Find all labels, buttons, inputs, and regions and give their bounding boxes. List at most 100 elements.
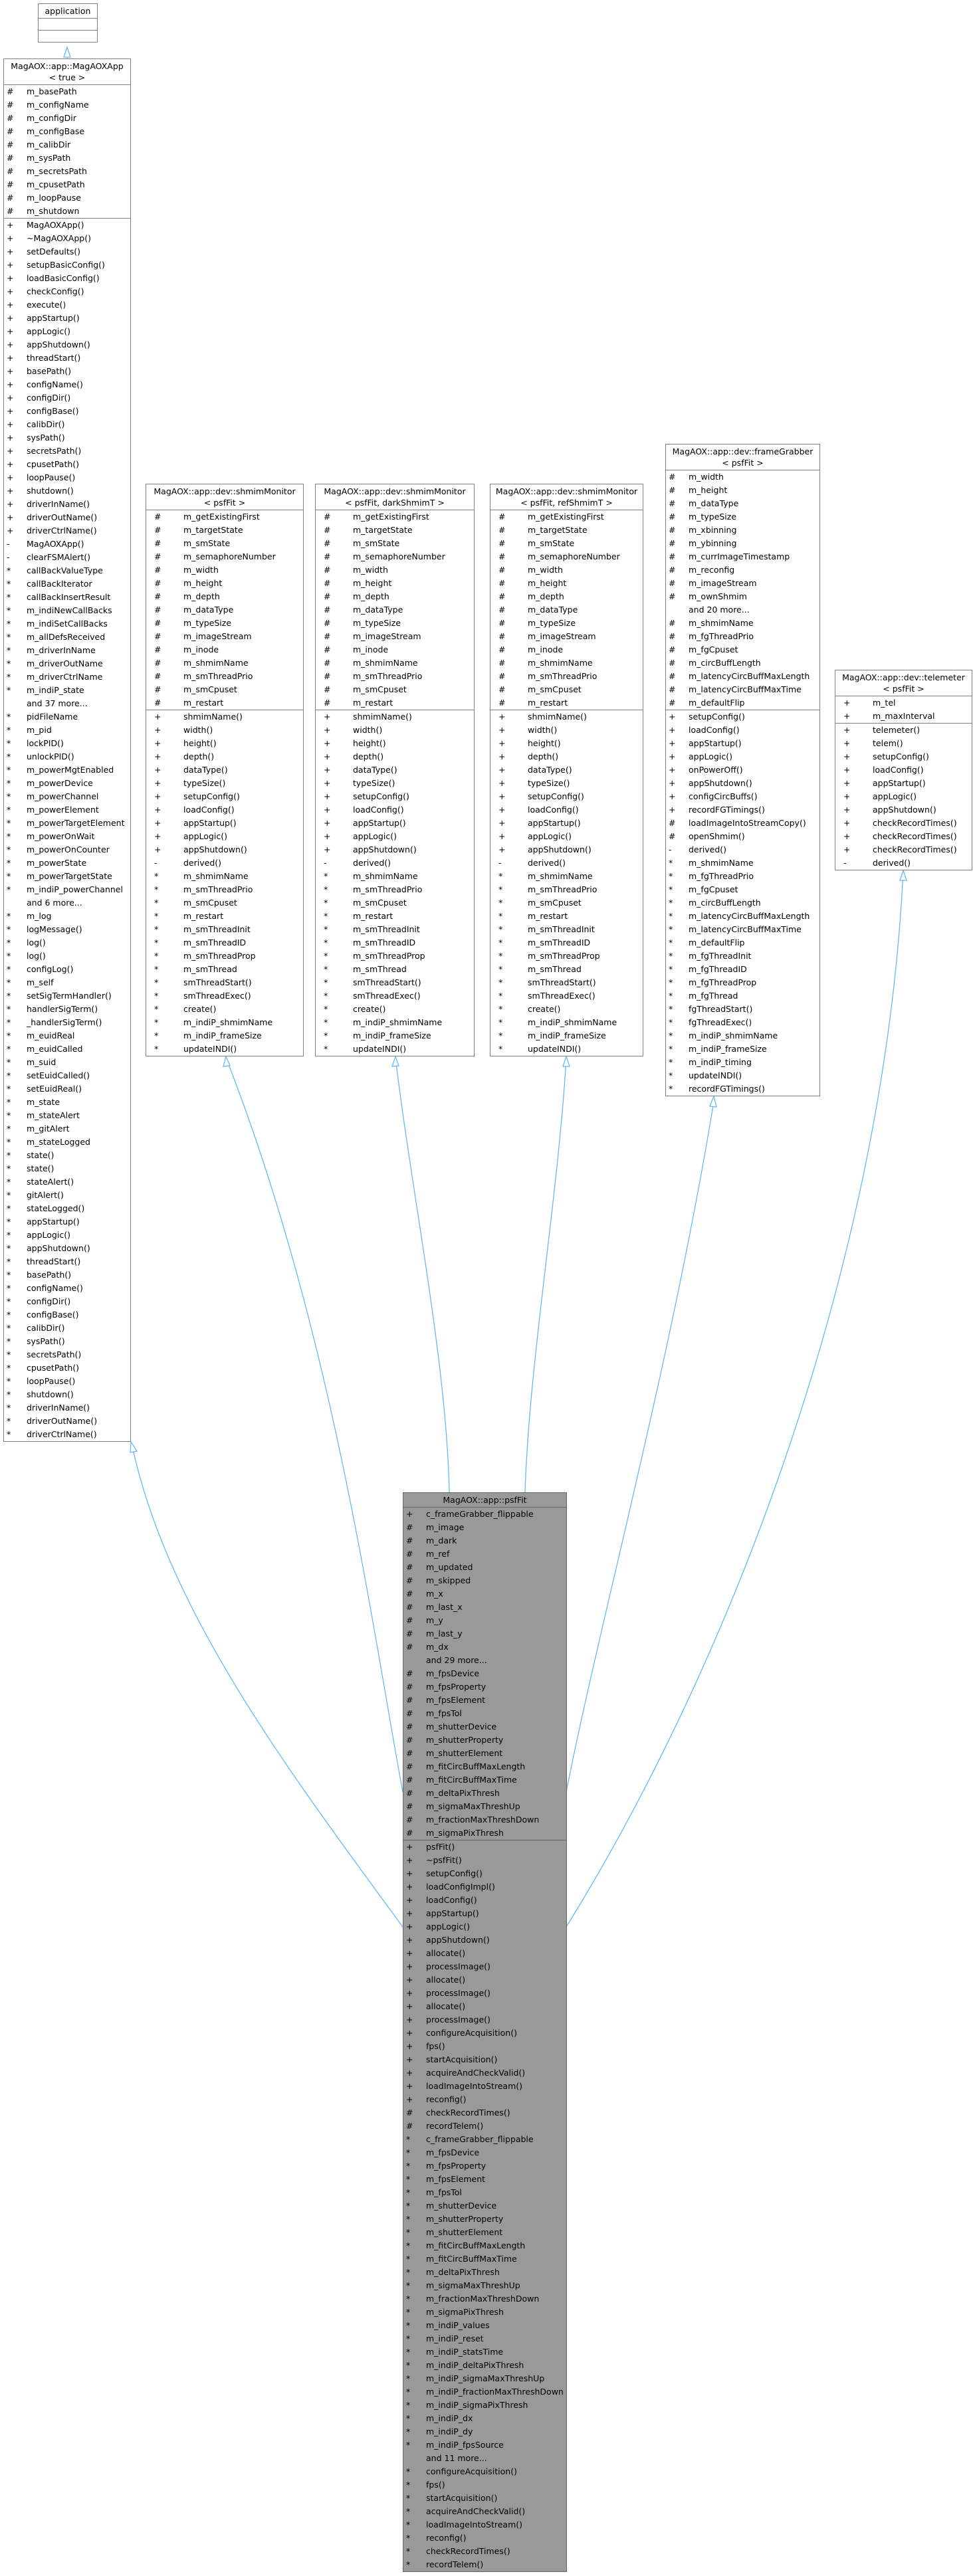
member-row[interactable]: -derived() bbox=[316, 856, 474, 870]
member-row[interactable]: *m_smThreadID bbox=[490, 936, 643, 949]
member-row[interactable]: *m_powerMgtEnabled bbox=[4, 763, 130, 777]
attribute-row[interactable]: #m_fpsProperty bbox=[403, 1680, 566, 1694]
member-row[interactable]: +loadConfig() bbox=[666, 724, 819, 737]
attribute-row[interactable]: #m_circBuffLength bbox=[666, 656, 819, 670]
member-row[interactable]: *stateLogged() bbox=[4, 1202, 130, 1215]
attribute-row[interactable]: #m_ref bbox=[403, 1547, 566, 1561]
member-row[interactable]: +allocate() bbox=[403, 1947, 566, 1960]
member-row[interactable]: *stateAlert() bbox=[4, 1175, 130, 1189]
attribute-row[interactable]: +m_maxInterval bbox=[835, 710, 972, 723]
member-row[interactable]: +loadConfig() bbox=[146, 803, 303, 817]
member-row[interactable]: *create() bbox=[146, 1003, 303, 1016]
member-row[interactable]: *m_sigmaMaxThreshUp bbox=[403, 2279, 566, 2292]
member-row[interactable]: +appLogic() bbox=[316, 830, 474, 843]
attribute-row[interactable]: #m_deltaPixThresh bbox=[403, 1787, 566, 1800]
member-row[interactable]: *setSigTermHandler() bbox=[4, 989, 130, 1003]
member-row[interactable]: *m_powerElement bbox=[4, 803, 130, 817]
attribute-row[interactable]: #m_typeSize bbox=[666, 510, 819, 524]
member-row[interactable]: +configDir() bbox=[4, 391, 130, 405]
member-row[interactable]: *checkRecordTimes() bbox=[403, 2545, 566, 2558]
attribute-row[interactable]: #m_dataType bbox=[666, 497, 819, 510]
member-row[interactable]: +checkRecordTimes() bbox=[835, 843, 972, 856]
member-row[interactable]: *smThreadExec() bbox=[490, 989, 643, 1003]
attribute-row[interactable]: #m_smThreadPrio bbox=[316, 670, 474, 683]
member-row[interactable]: *m_deltaPixThresh bbox=[403, 2266, 566, 2279]
member-row[interactable]: *m_euidCalled bbox=[4, 1042, 130, 1056]
member-row[interactable]: #checkRecordTimes() bbox=[403, 2106, 566, 2120]
member-row[interactable]: *m_smThreadInit bbox=[316, 923, 474, 936]
member-row[interactable]: *m_fpsDevice bbox=[403, 2146, 566, 2159]
member-row[interactable]: +~psfFit() bbox=[403, 1854, 566, 1867]
member-row[interactable]: *updateINDI() bbox=[146, 1042, 303, 1056]
member-row[interactable]: +acquireAndCheckValid() bbox=[403, 2066, 566, 2080]
member-row[interactable]: +height() bbox=[316, 737, 474, 750]
member-row[interactable]: +loadConfig() bbox=[316, 803, 474, 817]
member-row[interactable]: +secretsPath() bbox=[4, 445, 130, 458]
member-row[interactable]: *m_smCpuset bbox=[146, 896, 303, 910]
attribute-row[interactable]: #m_calibDir bbox=[4, 138, 130, 151]
member-row[interactable]: *m_driverInName bbox=[4, 644, 130, 657]
member-row[interactable]: +cpusetPath() bbox=[4, 458, 130, 471]
attribute-row[interactable]: #m_xbinning bbox=[666, 524, 819, 537]
member-row[interactable]: *m_sigmaPixThresh bbox=[403, 2306, 566, 2319]
member-row[interactable]: *m_fgCpuset bbox=[666, 883, 819, 896]
attribute-row[interactable]: #m_sigmaPixThresh bbox=[403, 1827, 566, 1840]
member-row[interactable]: +telemeter() bbox=[835, 724, 972, 737]
attribute-row[interactable]: #m_smState bbox=[146, 537, 303, 550]
member-row[interactable]: +allocate() bbox=[403, 1973, 566, 1987]
member-row[interactable]: *m_fpsProperty bbox=[403, 2159, 566, 2173]
class-shmim-ref[interactable]: MagAOX::app::dev::shmimMonitor< psfFit, … bbox=[490, 484, 643, 1056]
member-row[interactable]: *reconfig() bbox=[403, 2531, 566, 2545]
member-row[interactable]: *m_indiP_timing bbox=[666, 1056, 819, 1069]
member-row[interactable]: *unlockPID() bbox=[4, 750, 130, 763]
member-row[interactable]: *m_smThreadInit bbox=[146, 923, 303, 936]
member-row[interactable]: *loadImageIntoStream() bbox=[403, 2518, 566, 2531]
member-row[interactable]: *m_fgThreadInit bbox=[666, 949, 819, 963]
member-row[interactable]: *m_indiP_frameSize bbox=[316, 1029, 474, 1042]
member-row[interactable]: *m_indiP_fractionMaxThreshDown bbox=[403, 2385, 566, 2399]
member-row[interactable]: *logMessage() bbox=[4, 923, 130, 936]
member-row[interactable]: +recordFGTimings() bbox=[666, 803, 819, 817]
member-row[interactable]: *gitAlert() bbox=[4, 1189, 130, 1202]
attribute-row[interactable]: #m_typeSize bbox=[146, 617, 303, 630]
attribute-row[interactable]: and 20 more... bbox=[666, 603, 819, 617]
member-row[interactable]: *basePath() bbox=[4, 1268, 130, 1282]
member-row[interactable]: *smThreadStart() bbox=[490, 976, 643, 989]
attribute-row[interactable]: #m_smCpuset bbox=[490, 683, 643, 696]
member-row[interactable]: *m_shutterElement bbox=[403, 2226, 566, 2239]
member-row[interactable]: *m_indiP_deltaPixThresh bbox=[403, 2359, 566, 2372]
member-row[interactable]: +configCircBuffs() bbox=[666, 790, 819, 803]
member-row[interactable]: *callBackInsertResult bbox=[4, 591, 130, 604]
member-row[interactable]: *m_fgThreadProp bbox=[666, 976, 819, 989]
member-row[interactable]: *create() bbox=[490, 1003, 643, 1016]
member-row[interactable]: *m_indiP_values bbox=[403, 2319, 566, 2332]
attribute-row[interactable]: #m_loopPause bbox=[4, 191, 130, 205]
class-shmim-psf[interactable]: MagAOX::app::dev::shmimMonitor< psfFit >… bbox=[146, 484, 304, 1056]
member-row[interactable]: +configureAcquisition() bbox=[403, 2027, 566, 2040]
member-row[interactable]: *m_indiP_fpsSource bbox=[403, 2438, 566, 2452]
member-row[interactable]: +appStartup() bbox=[146, 817, 303, 830]
member-row[interactable]: *m_indiP_powerChannel bbox=[4, 883, 130, 896]
attribute-row[interactable]: #m_cpusetPath bbox=[4, 178, 130, 191]
member-row[interactable]: *m_restart bbox=[490, 910, 643, 923]
member-row[interactable]: -derived() bbox=[666, 843, 819, 856]
member-row[interactable]: *callBackIterator bbox=[4, 577, 130, 591]
member-row[interactable]: *m_shmimName bbox=[316, 870, 474, 883]
member-row[interactable]: *m_indiSetCallBacks bbox=[4, 617, 130, 631]
attribute-row[interactable]: #m_width bbox=[666, 470, 819, 484]
member-row[interactable]: +dataType() bbox=[146, 763, 303, 777]
member-row[interactable]: +startAcquisition() bbox=[403, 2053, 566, 2066]
member-row[interactable]: +appLogic() bbox=[146, 830, 303, 843]
member-row[interactable]: +setupConfig() bbox=[666, 710, 819, 724]
attribute-row[interactable]: #m_dx bbox=[403, 1640, 566, 1654]
member-row[interactable]: *m_indiP_reset bbox=[403, 2332, 566, 2345]
class-title[interactable]: application bbox=[39, 4, 97, 19]
attribute-row[interactable]: #m_dataType bbox=[146, 603, 303, 617]
member-row[interactable]: +psfFit() bbox=[403, 1840, 566, 1854]
member-row[interactable]: +processImage() bbox=[403, 1987, 566, 2000]
attribute-row[interactable]: #m_width bbox=[146, 563, 303, 577]
attribute-row[interactable]: #m_smThreadPrio bbox=[146, 670, 303, 683]
member-row[interactable]: *m_indiP_shmimName bbox=[146, 1016, 303, 1029]
member-row[interactable]: *m_indiP_sigmaMaxThreshUp bbox=[403, 2372, 566, 2385]
member-row[interactable]: +driverOutName() bbox=[4, 511, 130, 524]
